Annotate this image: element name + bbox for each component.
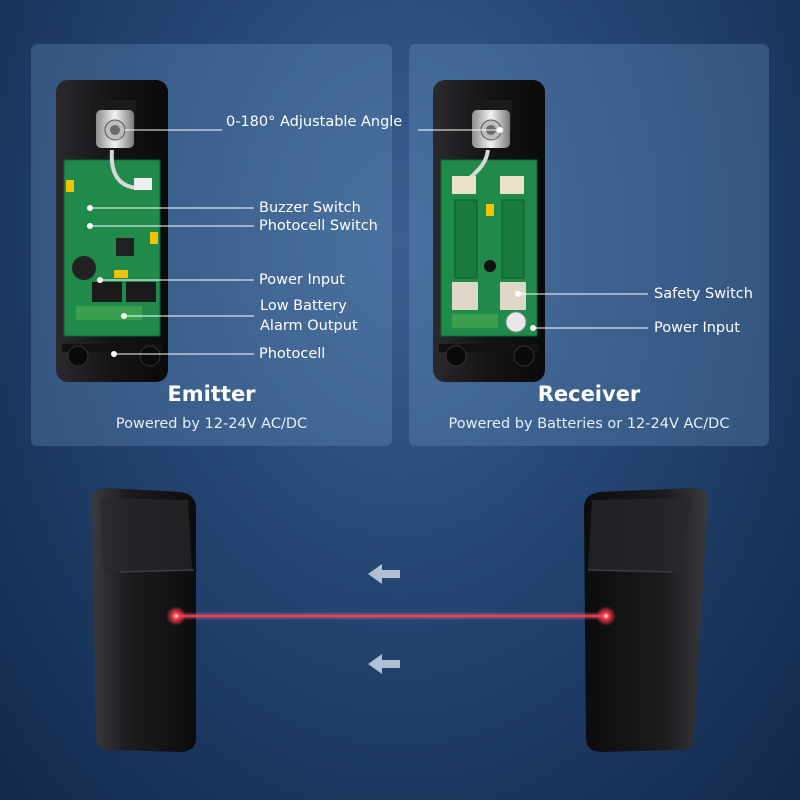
label-photocell: Photocell bbox=[259, 346, 326, 362]
receiver-subtitle: Powered by Batteries or 12-24V AC/DC bbox=[448, 416, 730, 432]
receiver-title: Receiver bbox=[537, 382, 641, 406]
label-power-input-emitter: Power Input bbox=[259, 272, 345, 288]
label-safety-switch: Safety Switch bbox=[654, 286, 753, 302]
label-buzzer-switch: Buzzer Switch bbox=[259, 200, 361, 216]
emitter-device bbox=[56, 80, 168, 382]
arrow-left-icon bbox=[368, 654, 400, 674]
receiver-light-icon bbox=[596, 606, 616, 626]
label-power-input-receiver: Power Input bbox=[654, 320, 740, 336]
emitter-subtitle: Powered by 12-24V AC/DC bbox=[115, 416, 308, 432]
receiver-sensor-body bbox=[584, 488, 708, 752]
emitter-title: Emitter bbox=[167, 382, 256, 406]
label-low-battery: Low Battery bbox=[260, 298, 347, 314]
emitter-light-icon bbox=[166, 606, 186, 626]
label-alarm-output: Alarm Output bbox=[260, 318, 358, 334]
callout-lines bbox=[87, 127, 648, 357]
emitter-sensor-body bbox=[92, 488, 196, 752]
label-photocell-switch: Photocell Switch bbox=[259, 218, 378, 234]
receiver-device bbox=[433, 80, 545, 382]
label-adjustable-angle: 0-180° Adjustable Angle bbox=[226, 114, 403, 130]
arrow-left-icon bbox=[368, 564, 400, 584]
